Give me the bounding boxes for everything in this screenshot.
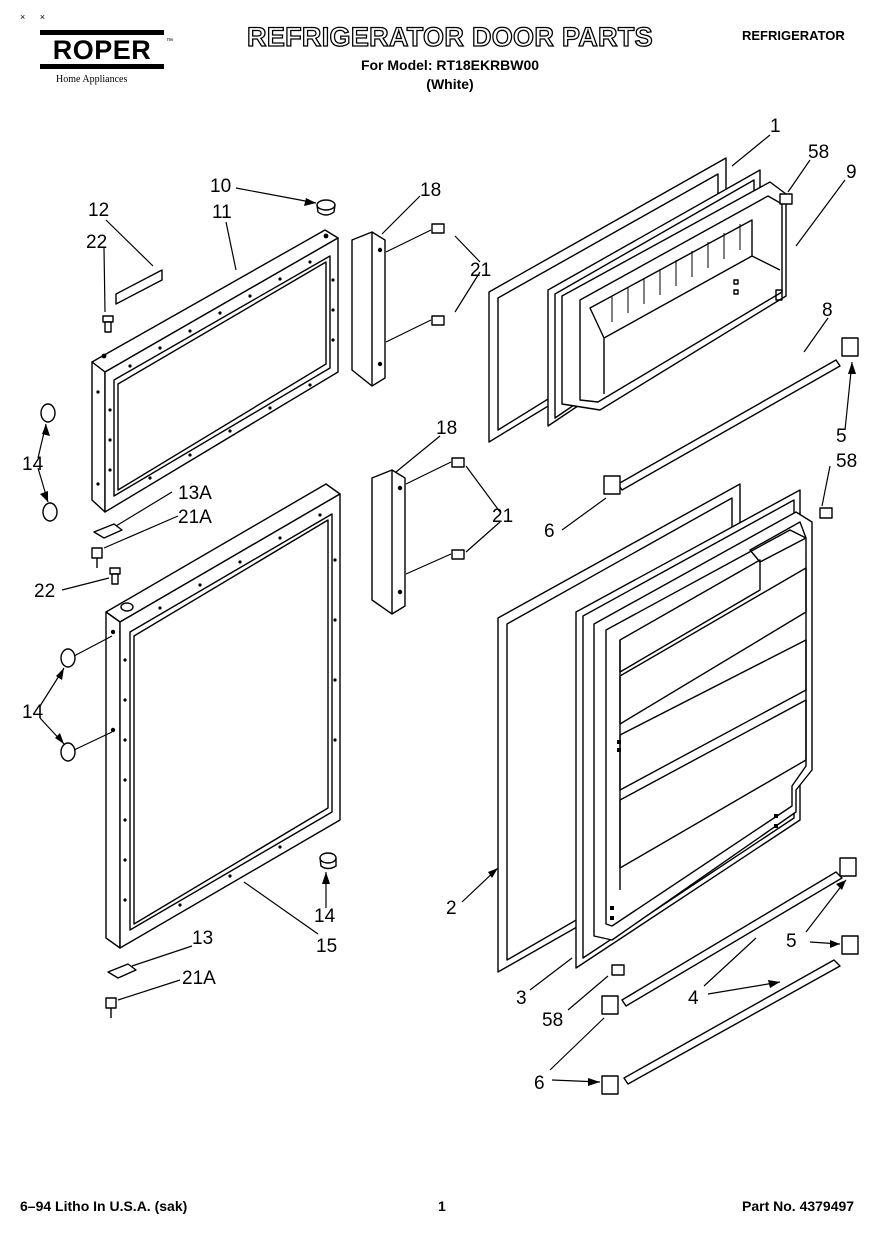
logo-bar-top bbox=[40, 30, 164, 35]
screw-22-upper bbox=[102, 315, 114, 333]
footer-part-number: Part No. 4379497 bbox=[742, 1198, 855, 1214]
callout-2: 2 bbox=[446, 898, 457, 919]
callout-21-lower: 21 bbox=[492, 506, 513, 527]
callout-21-upper: 21 bbox=[470, 260, 491, 281]
model-line: For Model: RT18EKRBW00 bbox=[360, 57, 540, 73]
freezer-door-liner bbox=[561, 181, 787, 411]
callout-18-lower: 18 bbox=[436, 418, 457, 439]
color-line: (White) bbox=[426, 76, 474, 92]
logo-bar-bottom bbox=[40, 64, 164, 69]
door-channel-upper bbox=[351, 231, 386, 387]
callout-3: 3 bbox=[516, 988, 527, 1009]
door-bar-4-upper bbox=[601, 857, 857, 1015]
corner-marks: × × bbox=[20, 12, 52, 22]
screw-22-lower bbox=[109, 567, 121, 585]
callout-22-lower: 22 bbox=[34, 581, 55, 602]
door-channel-lower bbox=[371, 469, 406, 615]
callout-13: 13 bbox=[192, 928, 213, 949]
callout-1: 1 bbox=[770, 116, 781, 137]
freezer-door-panel bbox=[91, 229, 339, 513]
callout-21A-lower: 21A bbox=[182, 968, 216, 989]
callout-4: 4 bbox=[688, 988, 699, 1009]
trademark-mark: ™ bbox=[166, 38, 173, 45]
callout-14-bottom: 14 bbox=[314, 906, 336, 927]
refrigerator-door-panel bbox=[105, 483, 341, 949]
callout-58-top: 58 bbox=[808, 142, 829, 163]
callout-8: 8 bbox=[822, 300, 833, 321]
category-label: REFRIGERATOR bbox=[742, 28, 845, 43]
stop-13A bbox=[93, 523, 123, 539]
footer-litho: 6–94 Litho In U.S.A. (sak) bbox=[20, 1198, 188, 1214]
plug-10 bbox=[316, 199, 336, 216]
brand-logo: ROPER bbox=[52, 35, 152, 65]
callout-58-mid: 58 bbox=[836, 451, 857, 472]
callout-12: 12 bbox=[88, 200, 109, 221]
footer-page-number: 1 bbox=[438, 1198, 446, 1214]
stop-13 bbox=[107, 963, 137, 979]
callout-14-lower: 14 bbox=[22, 702, 44, 723]
leader-arrowheads bbox=[40, 198, 856, 1086]
door-bar-8 bbox=[603, 337, 859, 495]
callout-10: 10 bbox=[210, 176, 231, 197]
nameplate-12 bbox=[115, 269, 163, 305]
door-bar-4-lower bbox=[601, 935, 859, 1095]
screws-58 bbox=[611, 193, 833, 976]
callout-6-lower: 6 bbox=[534, 1073, 545, 1094]
callout-18-upper: 18 bbox=[420, 180, 441, 201]
callout-9: 9 bbox=[846, 162, 857, 183]
callout-5-lower: 5 bbox=[786, 931, 797, 952]
callout-22-upper: 22 bbox=[86, 232, 107, 253]
screws-21A bbox=[91, 547, 117, 1018]
callout-5-upper: 5 bbox=[836, 426, 847, 447]
callout-11: 11 bbox=[212, 202, 232, 223]
callout-labels: 1 58 9 10 18 12 11 22 21 8 5 14 58 18 13… bbox=[22, 116, 857, 1094]
callout-58-bottom: 58 bbox=[542, 1010, 563, 1031]
callout-15: 15 bbox=[316, 936, 337, 957]
plugs-14 bbox=[40, 403, 337, 870]
brand-tagline: Home Appliances bbox=[56, 74, 128, 85]
callout-6-upper: 6 bbox=[544, 521, 555, 542]
callout-13A: 13A bbox=[178, 483, 212, 504]
screws-21 bbox=[431, 223, 465, 560]
refrigerator-door-liner bbox=[593, 511, 813, 941]
callout-14-upper: 14 bbox=[22, 454, 44, 475]
callout-21A-upper: 21A bbox=[178, 507, 212, 528]
page-title: REFRIGERATOR DOOR PARTS bbox=[246, 21, 653, 52]
